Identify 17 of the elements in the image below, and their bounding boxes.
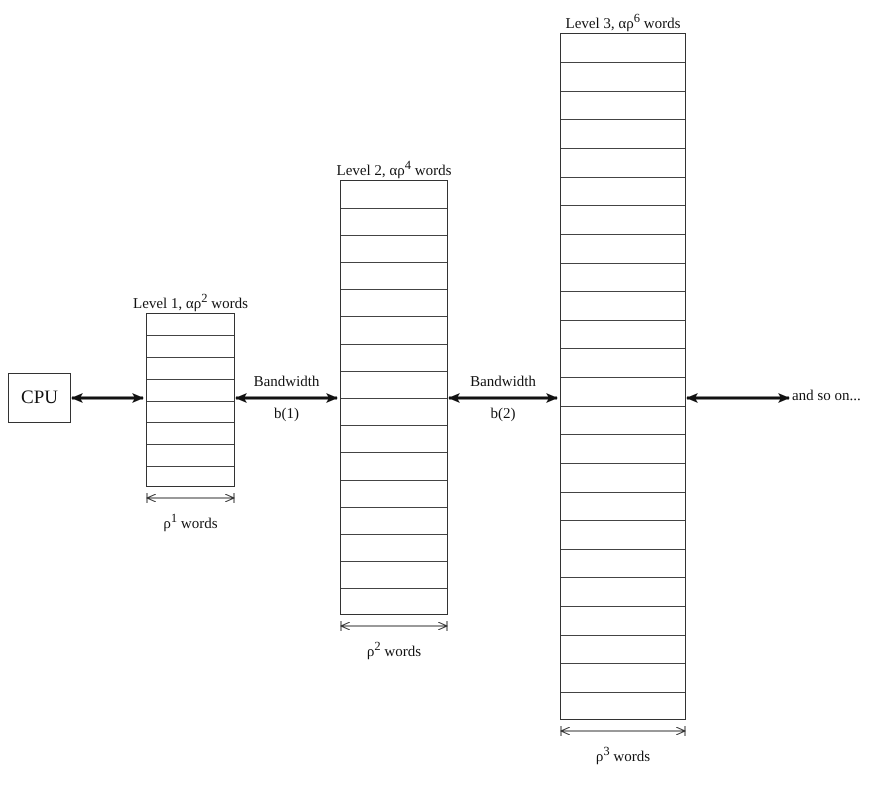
double-arrow <box>235 393 338 403</box>
memory-level-stack <box>340 180 448 615</box>
memory-level-stack <box>146 313 235 487</box>
processor-box: CPU <box>8 373 71 423</box>
level-heading: Level 1, αρ$^{2}$ words <box>133 291 248 313</box>
double-arrow <box>686 393 790 403</box>
level-heading: Level 2, αρ$^{4}$ words <box>336 158 452 180</box>
memory-level-stack <box>560 33 686 720</box>
edge-label: Bandwidth b(1) <box>252 373 320 424</box>
double-arrow <box>448 393 558 403</box>
width-label: ρ$^{2}$ words <box>366 639 422 661</box>
edge-label: Bandwidth b(2) <box>469 373 537 424</box>
double-arrow <box>71 393 144 403</box>
level-heading: Level 3, αρ$^{6}$ words <box>566 11 680 33</box>
continuation-text: and so on... <box>792 388 861 405</box>
width-label: ρ$^{3}$ words <box>596 744 650 766</box>
width-label: ρ$^{1}$ words <box>163 511 218 533</box>
